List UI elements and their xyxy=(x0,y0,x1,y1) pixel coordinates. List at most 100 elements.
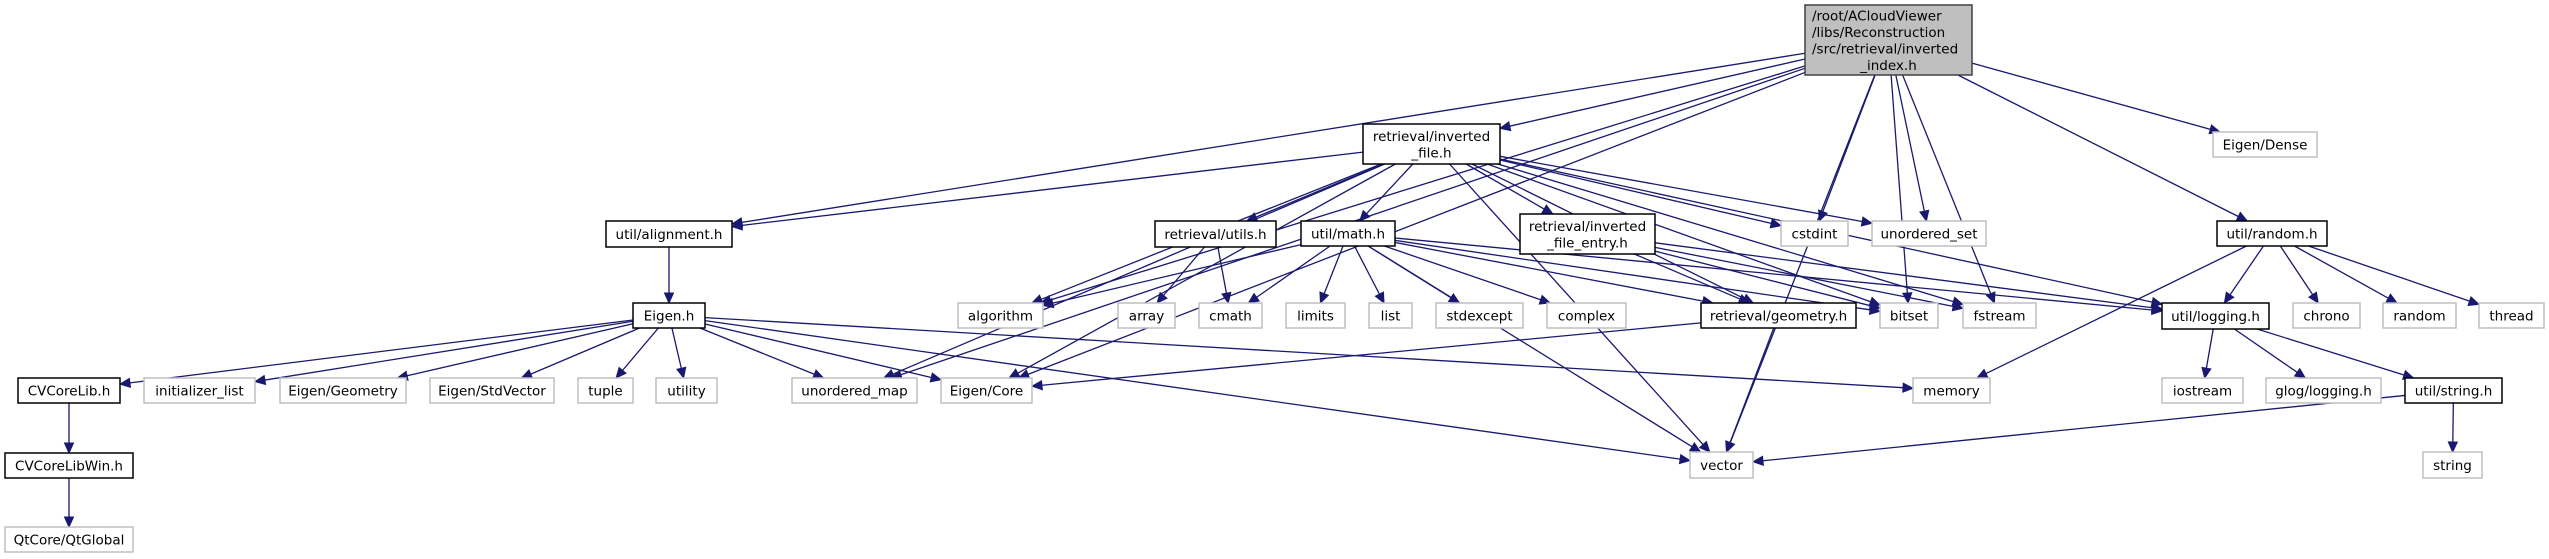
edge-line xyxy=(1634,253,1741,300)
node-unordered-set: unordered_set xyxy=(1871,220,1987,247)
edge-geometry-to-eigen_core xyxy=(1030,322,1702,391)
node-label: Eigen/Core xyxy=(950,384,1024,400)
node-bitset: bitset xyxy=(1879,302,1939,329)
node-box xyxy=(2292,302,2361,329)
node-box xyxy=(791,377,918,404)
arrowhead-icon xyxy=(520,369,534,379)
arrowhead-icon xyxy=(1156,291,1168,304)
arrowhead-icon xyxy=(1769,218,1783,229)
edge-line xyxy=(1027,71,1806,375)
node-label: Eigen.h xyxy=(644,309,695,325)
node-math[interactable]: util/math.h xyxy=(1300,220,1396,247)
edge-line xyxy=(129,319,634,384)
arrowhead-icon xyxy=(676,366,687,380)
node-alignment[interactable]: util/alignment.h xyxy=(605,220,733,248)
edge-geometry-to-vector xyxy=(1725,327,1775,454)
arrowhead-icon xyxy=(1008,368,1021,379)
edge-line xyxy=(1017,163,1396,374)
node-cvcorelibwin[interactable]: CVCoreLibWin.h xyxy=(4,452,134,479)
node-box xyxy=(2265,377,2382,404)
node-box xyxy=(4,526,134,553)
edge-line xyxy=(741,151,1364,227)
edge-logging-to-string_h xyxy=(2256,328,2415,380)
node-file-entry[interactable]: retrieval/inverted_file_entry.h xyxy=(1519,213,1656,255)
edge-math-to-complex xyxy=(1384,245,1552,305)
edge-logging-to-iostream xyxy=(2201,328,2214,380)
node-label: fstream xyxy=(1973,309,2025,325)
arrowhead-icon xyxy=(1247,292,1261,304)
node-box xyxy=(2382,302,2457,329)
edge-line xyxy=(741,52,1806,224)
arrowhead-icon xyxy=(2293,367,2307,379)
node-root[interactable]: /root/ACloudViewer/libs/Reconstruction/s… xyxy=(1804,4,1973,76)
arrowhead-icon xyxy=(1541,204,1554,215)
edge-root-to-eigen_core xyxy=(1017,71,1806,380)
node-box xyxy=(429,377,555,404)
edge-eigen_h-to-cvcorelib xyxy=(118,319,634,389)
node-utils[interactable]: retrieval/utils.h xyxy=(1154,220,1277,248)
edge-line xyxy=(2452,402,2454,443)
edge-line xyxy=(1729,327,1775,443)
arrowhead-icon xyxy=(1860,216,1874,227)
edge-root-to-bitset xyxy=(1890,74,1913,305)
edge-root-to-alignment xyxy=(730,52,1806,228)
node-geometry[interactable]: retrieval/geometry.h xyxy=(1700,302,1857,329)
node-box xyxy=(1285,302,1346,329)
edge-line xyxy=(1366,163,1414,215)
node-label: tuple xyxy=(588,384,622,400)
edge-file_entry-to-geometry xyxy=(1634,253,1751,304)
node-eigen-h[interactable]: Eigen.h xyxy=(632,302,706,329)
node-box xyxy=(17,377,121,404)
node-label: cmath xyxy=(1209,309,1252,325)
edge-cvcorelibwin-to-qtglobal xyxy=(63,478,75,529)
arrowhead-icon xyxy=(63,516,75,529)
node-inverted-file[interactable]: retrieval/inverted_file.h xyxy=(1362,123,1501,165)
edge-line xyxy=(1654,242,2153,309)
edge-line xyxy=(2279,245,2314,296)
edge-math-to-list xyxy=(1353,245,1385,305)
node-logging[interactable]: util/logging.h xyxy=(2161,302,2270,330)
arrowhead-icon xyxy=(1919,209,1930,223)
node-box xyxy=(2216,220,2328,247)
edge-line xyxy=(1895,74,1925,212)
node-random-h[interactable]: util/random.h xyxy=(2216,220,2328,247)
edge-math-to-algorithm xyxy=(1041,243,1302,309)
node-cvcorelib[interactable]: CVCoreLib.h xyxy=(17,377,121,404)
node-fstream: fstream xyxy=(1962,302,2037,329)
node-label: _file.h xyxy=(1410,145,1451,161)
edge-eigen_h-to-eigen_core xyxy=(704,323,943,383)
edge-line xyxy=(1394,237,2153,311)
arrowhead-icon xyxy=(1498,120,1512,132)
arrowhead-icon xyxy=(118,377,132,389)
node-string-h[interactable]: util/string.h xyxy=(2404,377,2503,404)
edge-line xyxy=(1323,245,1344,294)
arrowhead-icon xyxy=(2150,302,2164,313)
arrowhead-icon xyxy=(1975,368,1989,379)
node-glog: glog/logging.h xyxy=(2265,377,2382,404)
edge-line xyxy=(1465,163,1545,210)
node-label: list xyxy=(1381,309,1401,325)
node-label: complex xyxy=(1558,309,1615,325)
node-iostream: iostream xyxy=(2161,377,2244,404)
edge-eigen_h-to-initializer_list xyxy=(253,320,634,386)
node-label: _index.h xyxy=(1859,58,1917,74)
node-label: stdexcept xyxy=(1446,309,1512,325)
arrowhead-icon xyxy=(2235,211,2249,222)
arrowhead-icon xyxy=(2447,441,2459,454)
node-box xyxy=(2161,377,2244,404)
node-label: util/string.h xyxy=(2415,384,2493,400)
node-label: iostream xyxy=(2173,384,2232,400)
node-random: random xyxy=(2382,302,2457,329)
arrowhead-icon xyxy=(1902,382,1915,393)
edge-inverted_file-to-unordered_set xyxy=(1499,155,1874,227)
node-box xyxy=(2422,451,2483,479)
edge-root-to-algorithm xyxy=(1039,65,1806,305)
node-box xyxy=(1879,302,1939,329)
edge-line xyxy=(406,323,634,377)
node-label: retrieval/utils.h xyxy=(1164,227,1266,243)
node-label: util/random.h xyxy=(2226,227,2317,243)
node-box xyxy=(605,220,733,248)
node-label: retrieval/inverted xyxy=(1529,219,1646,235)
arrowhead-icon xyxy=(1751,455,1764,466)
